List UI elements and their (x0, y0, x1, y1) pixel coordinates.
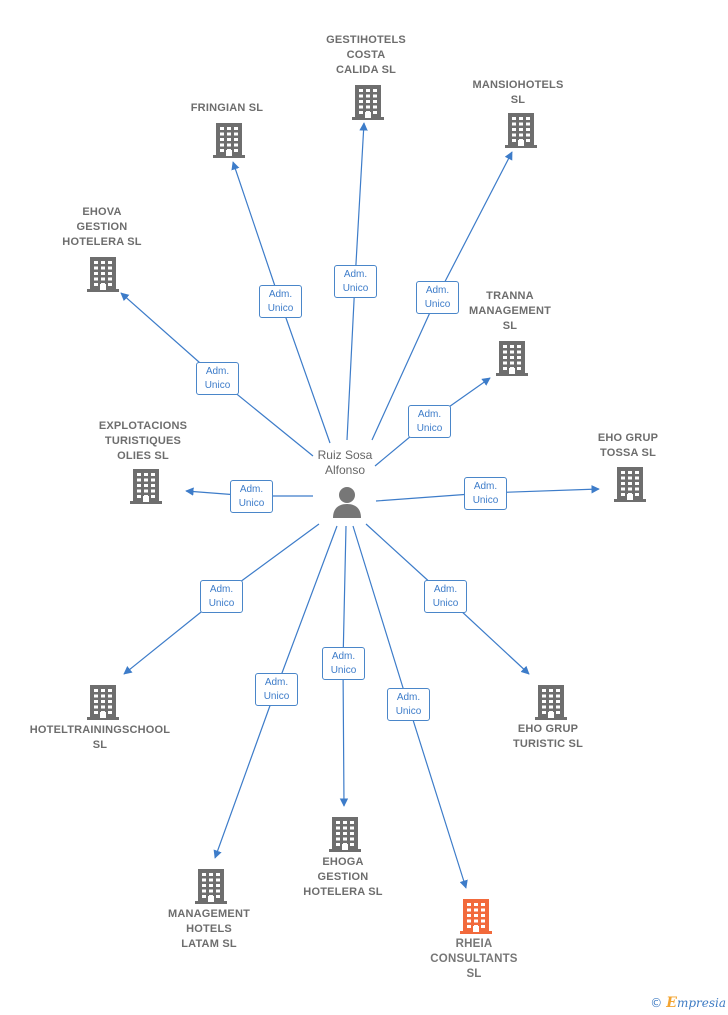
node-label-ehoga[interactable]: EHOGA GESTION HOTELERA SL (303, 856, 383, 898)
building-icon-fringian[interactable] (213, 122, 245, 163)
footer-brand: ©Empresia (650, 995, 726, 1011)
edge-label-explotacions[interactable]: Adm. Unico (230, 480, 273, 513)
node-label-tranna[interactable]: TRANNA MANAGEMENT SL (468, 290, 552, 332)
edge-label-management-latam[interactable]: Adm. Unico (255, 673, 298, 706)
node-label-ehova[interactable]: EHOVA GESTION HOTELERA SL (62, 206, 142, 248)
building-icon-tranna[interactable] (496, 340, 528, 381)
node-label-mansiohotels[interactable]: MANSIOHOTELS SL (472, 79, 564, 106)
edge-label-fringian[interactable]: Adm. Unico (259, 285, 302, 318)
brand-initial: E (666, 995, 677, 1011)
edge-label-hoteltraining[interactable]: Adm. Unico (200, 580, 243, 613)
building-icon-eho-turistic[interactable] (535, 684, 567, 725)
edge-label-ehoga[interactable]: Adm. Unico (322, 647, 365, 680)
copyright-symbol: © (650, 996, 663, 1010)
node-label-rheia[interactable]: RHEIA CONSULTANTS SL (430, 938, 518, 980)
node-label-gestihotels[interactable]: GESTIHOTELS COSTA CALIDA SL (326, 34, 406, 76)
edge-label-tranna[interactable]: Adm. Unico (408, 405, 451, 438)
building-icon-ehoga[interactable] (329, 816, 361, 857)
edge-label-eho-turistic[interactable]: Adm. Unico (424, 580, 467, 613)
node-label-eho-tossa[interactable]: EHO GRUP TOSSA SL (597, 432, 659, 459)
person-icon[interactable] (331, 485, 363, 524)
building-icon-management-latam[interactable] (195, 868, 227, 909)
building-highlight-icon-rheia[interactable] (460, 898, 492, 939)
node-label-fringian[interactable]: FRINGIAN SL (190, 102, 264, 114)
building-icon-eho-tossa[interactable] (614, 466, 646, 507)
node-label-eho-turistic[interactable]: EHO GRUP TURISTIC SL (512, 723, 584, 750)
building-icon-mansiohotels[interactable] (505, 112, 537, 153)
edge-label-mansiohotels[interactable]: Adm. Unico (416, 281, 459, 314)
node-label-hoteltraining[interactable]: HOTELTRAININGSCHOOL SL (29, 724, 171, 751)
node-label-explotacions[interactable]: EXPLOTACIONS TURISTIQUES OLIES SL (98, 420, 188, 462)
building-icon-ehova[interactable] (87, 256, 119, 297)
edge-label-gestihotels[interactable]: Adm. Unico (334, 265, 377, 298)
building-icon-gestihotels[interactable] (352, 84, 384, 125)
node-label-management-latam[interactable]: MANAGEMENT HOTELS LATAM SL (167, 908, 251, 950)
building-icon-hoteltraining[interactable] (87, 684, 119, 725)
edge-label-eho-tossa[interactable]: Adm. Unico (464, 477, 507, 510)
building-icon-explotacions[interactable] (130, 468, 162, 509)
center-person-label: Ruiz Sosa Alfonso (317, 448, 373, 477)
brand-name: mpresia (676, 996, 726, 1010)
edge-label-ehova[interactable]: Adm. Unico (196, 362, 239, 395)
edge-label-rheia[interactable]: Adm. Unico (387, 688, 430, 721)
